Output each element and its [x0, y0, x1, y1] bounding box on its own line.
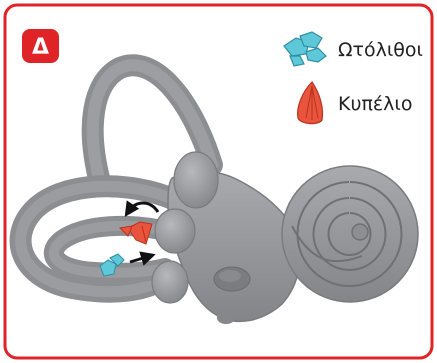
- panel-badge: Δ: [22, 29, 59, 63]
- posterior-ampulla: [152, 261, 188, 303]
- cupula-label: Κυπέλιο: [338, 93, 412, 115]
- lateral-ampulla: [155, 209, 195, 253]
- cochlea: [282, 166, 418, 302]
- otoliths-label: Ωτόλιθοι: [338, 39, 423, 61]
- panel-letter: Δ: [32, 35, 49, 60]
- anterior-ampulla: [174, 152, 218, 208]
- round-window: [217, 312, 235, 324]
